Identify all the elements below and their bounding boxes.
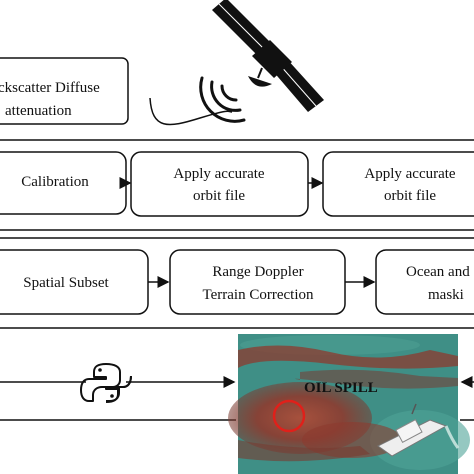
python-logo-icon xyxy=(80,362,132,403)
calibration-label: Calibration xyxy=(21,174,89,190)
terrain-correction-line2: Terrain Correction xyxy=(203,287,314,303)
orbit-file-box-1 xyxy=(130,151,309,217)
spatial-subset-label: Spatial Subset xyxy=(23,275,109,291)
signal-waves-icon xyxy=(199,76,246,123)
attenuation-box-line2: attenuation xyxy=(5,103,72,119)
attenuation-box xyxy=(0,57,129,125)
orbit-file-1-line1: Apply accurate xyxy=(173,166,265,182)
orbit-file-1-line2: orbit file xyxy=(193,188,245,204)
orbit-file-2-line2: orbit file xyxy=(384,188,436,204)
satellite-icon xyxy=(212,0,324,112)
orbit-file-2-line1: Apply accurate xyxy=(364,166,456,182)
terrain-correction-line1: Range Doppler xyxy=(212,264,303,280)
spill-highlight-ring xyxy=(272,399,306,433)
terrain-correction-box xyxy=(169,249,346,315)
orbit-file-box-2 xyxy=(322,151,474,217)
ocean-masking-line2: maski xyxy=(428,287,464,303)
oil-spill-photo xyxy=(228,334,470,474)
signal-wire xyxy=(149,97,233,126)
ocean-masking-box xyxy=(375,249,474,315)
oil-spill-label: OIL SPILL xyxy=(304,380,378,396)
attenuation-box-line1: ckscatter Diffuse xyxy=(0,80,100,96)
ship-icon xyxy=(377,403,460,457)
ocean-masking-line1: Ocean and xyxy=(406,264,470,280)
